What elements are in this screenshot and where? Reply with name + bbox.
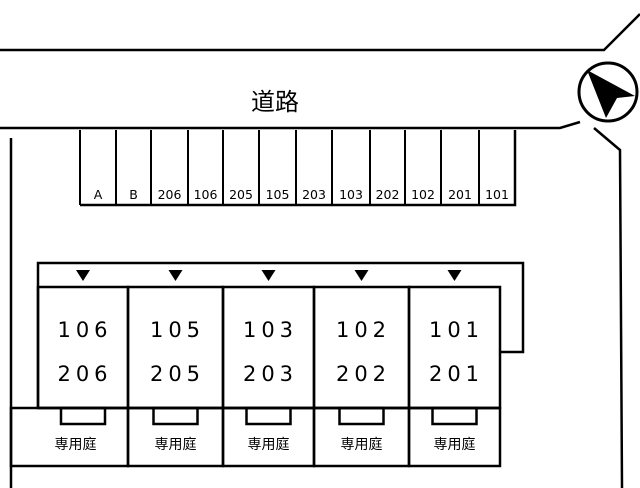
entrance-triangle-icon <box>261 270 276 281</box>
unit: 102 202 専用庭 <box>312 270 411 468</box>
parking-space: 206 <box>150 130 182 205</box>
unit-outline <box>407 285 502 410</box>
parking-space-label: 205 <box>229 187 253 202</box>
garden-step <box>59 406 107 426</box>
parking-space: 106 <box>187 130 218 205</box>
garden-step <box>245 406 292 426</box>
parking-space: 101 <box>478 130 509 205</box>
parking-area: A B 206 106 205 105 203 103 202 102 201 101 <box>79 130 517 207</box>
unit-number-upper: 205 <box>150 362 205 386</box>
entrance-triangle-icon <box>447 270 462 281</box>
unit: 105 205 専用庭 <box>126 270 225 468</box>
parking-space-label: A <box>94 187 103 202</box>
unit-number-upper: 202 <box>336 362 391 386</box>
unit-number-lower: 101 <box>429 318 484 342</box>
road-top-edge <box>0 13 640 52</box>
road-bottom-edge <box>0 120 581 130</box>
parking-space: 202 <box>369 130 400 205</box>
parking-space: 201 <box>440 130 472 205</box>
parking-space-label: 101 <box>485 187 509 202</box>
road: 道路 <box>0 13 640 488</box>
parking-space: B <box>115 130 138 205</box>
parking-space: 105 <box>258 130 290 205</box>
parking-space-label: 201 <box>448 187 472 202</box>
parking-space-label: 202 <box>376 187 400 202</box>
garden-step <box>338 406 385 426</box>
parking-space-label: 203 <box>302 187 326 202</box>
unit-outline <box>312 285 411 410</box>
private-garden-label: 専用庭 <box>155 436 197 453</box>
unit-outline <box>126 285 225 410</box>
garden-step <box>152 406 199 426</box>
private-garden-label: 専用庭 <box>434 436 476 453</box>
unit-number-upper: 203 <box>243 362 298 386</box>
entrance-triangle-icon <box>76 270 90 281</box>
unit-number-lower: 102 <box>336 318 391 342</box>
unit-outline <box>221 285 316 410</box>
road-label: 道路 <box>251 88 299 116</box>
unit-number-lower: 106 <box>57 318 112 342</box>
parking-space-label: 106 <box>194 187 218 202</box>
parking-space-label: 206 <box>158 187 182 202</box>
parking-space-label: 105 <box>266 187 290 202</box>
north-arrow-icon <box>577 61 639 123</box>
unit-outline <box>36 285 130 410</box>
unit-number-upper: 201 <box>429 362 484 386</box>
unit-number-upper: 206 <box>57 362 112 386</box>
unit: 106 206 専用庭 <box>9 270 130 468</box>
entrance-triangle-icon <box>354 270 369 281</box>
road-corner-edge <box>593 127 624 488</box>
parking-space-label: 102 <box>411 187 435 202</box>
units: 106 206 専用庭 105 205 専用庭 103 203 専用庭 102 202 専用庭 101 2… <box>9 270 502 468</box>
parking-space-label: 103 <box>339 187 363 202</box>
entrance-triangle-icon <box>168 270 183 281</box>
parking-space-label: B <box>129 187 138 202</box>
unit: 101 201 専用庭 <box>407 270 502 468</box>
private-garden-label: 専用庭 <box>248 436 290 453</box>
parking-space: 102 <box>404 130 435 205</box>
parking-space: 103 <box>331 130 363 205</box>
unit-number-lower: 105 <box>150 318 205 342</box>
parking-outline <box>80 130 517 207</box>
garden-step <box>431 406 478 426</box>
private-garden-label: 専用庭 <box>55 436 97 453</box>
parking-space: 203 <box>295 130 326 205</box>
parking-space: A <box>79 130 103 205</box>
private-garden-label: 専用庭 <box>341 436 383 453</box>
unit-number-lower: 103 <box>243 318 298 342</box>
unit: 103 203 専用庭 <box>221 270 316 468</box>
parking-space: 205 <box>222 130 253 205</box>
